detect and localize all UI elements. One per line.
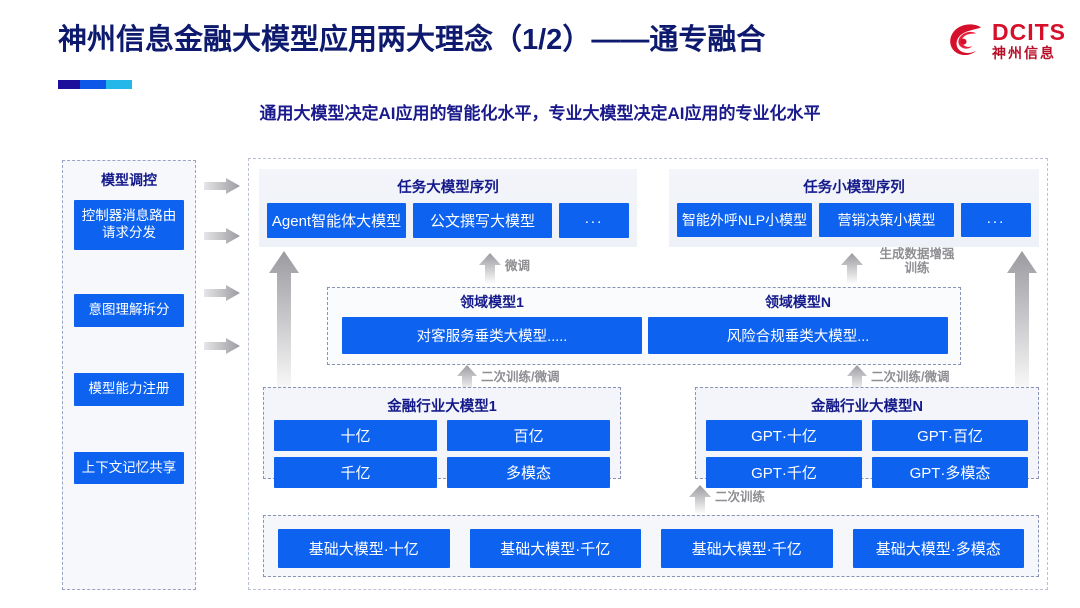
industry-model-n-title: 金融行业大模型N [811,399,923,415]
domain-model-n-title: 领域模型N [764,294,832,310]
chip-ind1-1000b[interactable]: 千亿 [274,457,437,488]
label-finetune-left: 微调 [505,259,531,273]
base-model-chips: 基础大模型·十亿 基础大模型·千亿 基础大模型·千亿 基础大模型·多模态 [264,516,1038,581]
architecture-diagram: 任务大模型序列 Agent智能体大模型 公文撰写大模型 ... 任务小模型序列 … [248,158,1048,590]
accent-segment-2 [80,80,107,89]
chip-base-1000b-a[interactable]: 基础大模型·千亿 [469,529,641,568]
control-item-intent[interactable]: 意图理解拆分 [74,293,184,327]
task-big-model-chips: Agent智能体大模型 公文撰写大模型 ... [259,197,637,246]
arrow-retrain [689,485,711,513]
connector-arrow-2 [204,228,240,244]
arrow-base-to-task-left [269,251,299,391]
label-gen-data-aug-line1: 生成数据增强 [879,247,955,261]
chip-document-writing-model[interactable]: 公文撰写大模型 [413,203,552,238]
chip-ind1-10b[interactable]: 十亿 [274,420,437,451]
connector-arrow-3 [204,285,240,301]
domain-model-n: 领域模型N 风险合规垂类大模型... [648,292,948,354]
chip-outbound-nlp-model[interactable]: 智能外呼NLP小模型 [677,203,812,237]
label-retrain: 二次训练 [715,490,766,504]
connector-arrow-4 [204,338,240,354]
dcits-swirl-icon [950,24,981,56]
chip-ind1-100b[interactable]: 百亿 [447,420,610,451]
control-item-capability-registry[interactable]: 模型能力注册 [74,372,184,406]
control-panel: 模型调控 控制器消息路由请求分发 意图理解拆分 模型能力注册 上下文记忆共享 [62,160,196,590]
industry-model-n-group: 金融行业大模型N GPT·十亿 GPT·百亿 GPT·千亿 GPT·多模态 [695,387,1039,488]
accent-segment-1 [58,80,81,89]
arrow-base-to-task-right [1007,251,1037,391]
chip-customer-service-vertical-model[interactable]: 对客服务垂类大模型..... [342,317,642,354]
domain-model-1: 领域模型1 对客服务垂类大模型..... [342,292,642,354]
label-retrain-finetune-left: 二次训练/微调 [481,370,560,384]
domain-model-1-title: 领域模型1 [460,294,524,310]
arrow-finetune-left [479,253,501,283]
chip-risk-compliance-vertical-model[interactable]: 风险合规垂类大模型... [648,317,948,354]
control-panel-title: 模型调控 [101,172,157,188]
logo-text-en: DCITS [992,18,1066,45]
chip-agent-model[interactable]: Agent智能体大模型 [267,203,406,238]
chip-ind1-multimodal[interactable]: 多模态 [447,457,610,488]
base-model-group: 基础大模型·十亿 基础大模型·千亿 基础大模型·千亿 基础大模型·多模态 [263,515,1039,577]
label-gen-data-aug-line2: 训练 [904,261,930,276]
industry-model-n-chips: GPT·十亿 GPT·百亿 GPT·千亿 GPT·多模态 [696,416,1038,496]
connector-arrow-1 [204,178,240,194]
chip-base-10b[interactable]: 基础大模型·十亿 [278,529,450,568]
chip-base-multimodal[interactable]: 基础大模型·多模态 [852,529,1024,568]
chip-indn-gpt-multimodal[interactable]: GPT·多模态 [872,457,1028,488]
industry-model-1-group: 金融行业大模型1 十亿 百亿 千亿 多模态 [263,387,621,488]
chip-more-big[interactable]: ... [559,203,629,238]
chip-indn-gpt-10b[interactable]: GPT·十亿 [706,420,862,451]
control-item-router[interactable]: 控制器消息路由请求分发 [74,200,184,250]
control-item-context-memory[interactable]: 上下文记忆共享 [74,451,184,485]
task-big-model-title: 任务大模型序列 [397,180,499,196]
chip-more-small[interactable]: ... [961,203,1031,237]
chip-indn-gpt-100b[interactable]: GPT·百亿 [872,420,1028,451]
task-small-model-title: 任务小模型序列 [803,180,905,196]
industry-model-1-title: 金融行业大模型1 [387,399,497,415]
page-subtitle: 通用大模型决定AI应用的智能化水平，专业大模型决定AI应用的专业化水平 [259,104,821,123]
task-big-model-group: 任务大模型序列 Agent智能体大模型 公文撰写大模型 ... [259,169,637,247]
logo-text-cn: 神州信息 [992,44,1056,61]
title-accent-bar [58,80,132,89]
task-small-model-chips: 智能外呼NLP小模型 营销决策小模型 ... [669,197,1039,245]
label-gen-data-aug: 生成数据增强 训练 [869,247,965,276]
label-retrain-finetune-right: 二次训练/微调 [871,370,950,384]
chip-indn-gpt-1000b[interactable]: GPT·千亿 [706,457,862,488]
arrow-retrain-finetune-left [457,365,477,391]
accent-segment-3 [106,80,132,89]
chip-marketing-decision-model[interactable]: 营销决策小模型 [819,203,954,237]
arrow-retrain-finetune-right [847,365,867,391]
task-small-model-group: 任务小模型序列 智能外呼NLP小模型 营销决策小模型 ... [669,169,1039,247]
domain-model-group: 领域模型1 对客服务垂类大模型..... 领域模型N 风险合规垂类大模型... [327,287,961,365]
arrow-gen-data-aug [841,253,863,283]
page-title: 神州信息金融大模型应用两大理念（1/2）——通专融合 [58,24,766,56]
industry-model-1-chips: 十亿 百亿 千亿 多模态 [264,416,620,496]
company-logo: DCITS 神州信息 [946,20,1066,60]
chip-base-1000b-b[interactable]: 基础大模型·千亿 [661,529,833,568]
